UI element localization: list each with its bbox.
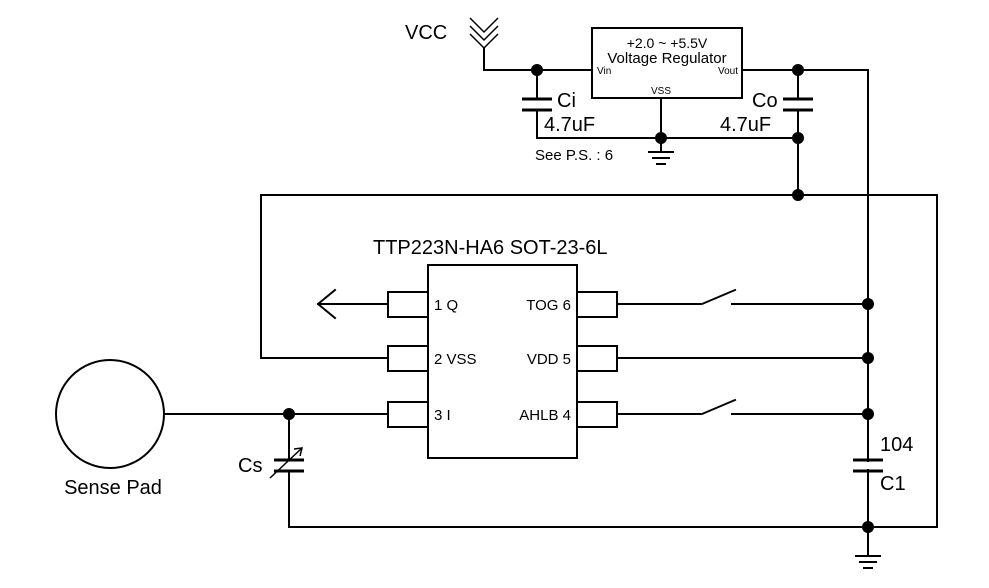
c1-value: 104 [880,434,913,456]
regulator-vin-label: Vin [597,66,611,77]
junction-dots [283,64,874,533]
chip-title: TTP223N-HA6 SOT-23-6L [373,237,608,259]
pin-5-label: VDD 5 [527,351,571,368]
vss-loop [260,194,938,528]
pin-3 [387,401,429,428]
pin-5 [576,345,618,372]
regulator-vss-label: VSS [651,86,671,97]
sense-pad-circle [55,359,165,469]
bottom-ground [288,526,938,569]
c1-label: C1 [880,473,906,495]
ci-label: Ci [557,90,576,112]
regulator-title: Voltage Regulator [607,50,726,67]
ahlb-switch [616,398,869,416]
pin-1-label: 1 Q [434,297,458,314]
c1-capacitor [853,458,883,473]
cs-label: Cs [238,455,262,477]
vcc-symbol [469,17,499,71]
ci-value: 4.7uF [544,114,595,136]
pin-6-label: TOG 6 [526,297,571,314]
sense-pad-label: Sense Pad [64,477,162,499]
voltage-regulator [483,27,869,528]
tog-switch [616,288,869,306]
q-output-arrow-icon [316,288,389,320]
pin-4 [576,401,618,428]
ps-note: See P.S. : 6 [535,147,613,164]
pin-3-label: 3 I [434,407,451,424]
vcc-label: VCC [405,22,447,44]
pin-4-label: AHLB 4 [519,407,571,424]
pin-1 [387,291,429,318]
pin-2-label: 2 VSS [434,351,477,368]
regulator-vout-label: Vout [718,66,738,77]
regulator-range: +2.0 ~ +5.5V [627,35,708,51]
co-label: Co [752,90,778,112]
pin-2 [387,345,429,372]
cs-variable-capacitor [269,413,304,528]
co-value: 4.7uF [720,114,771,136]
pin-6 [576,291,618,318]
